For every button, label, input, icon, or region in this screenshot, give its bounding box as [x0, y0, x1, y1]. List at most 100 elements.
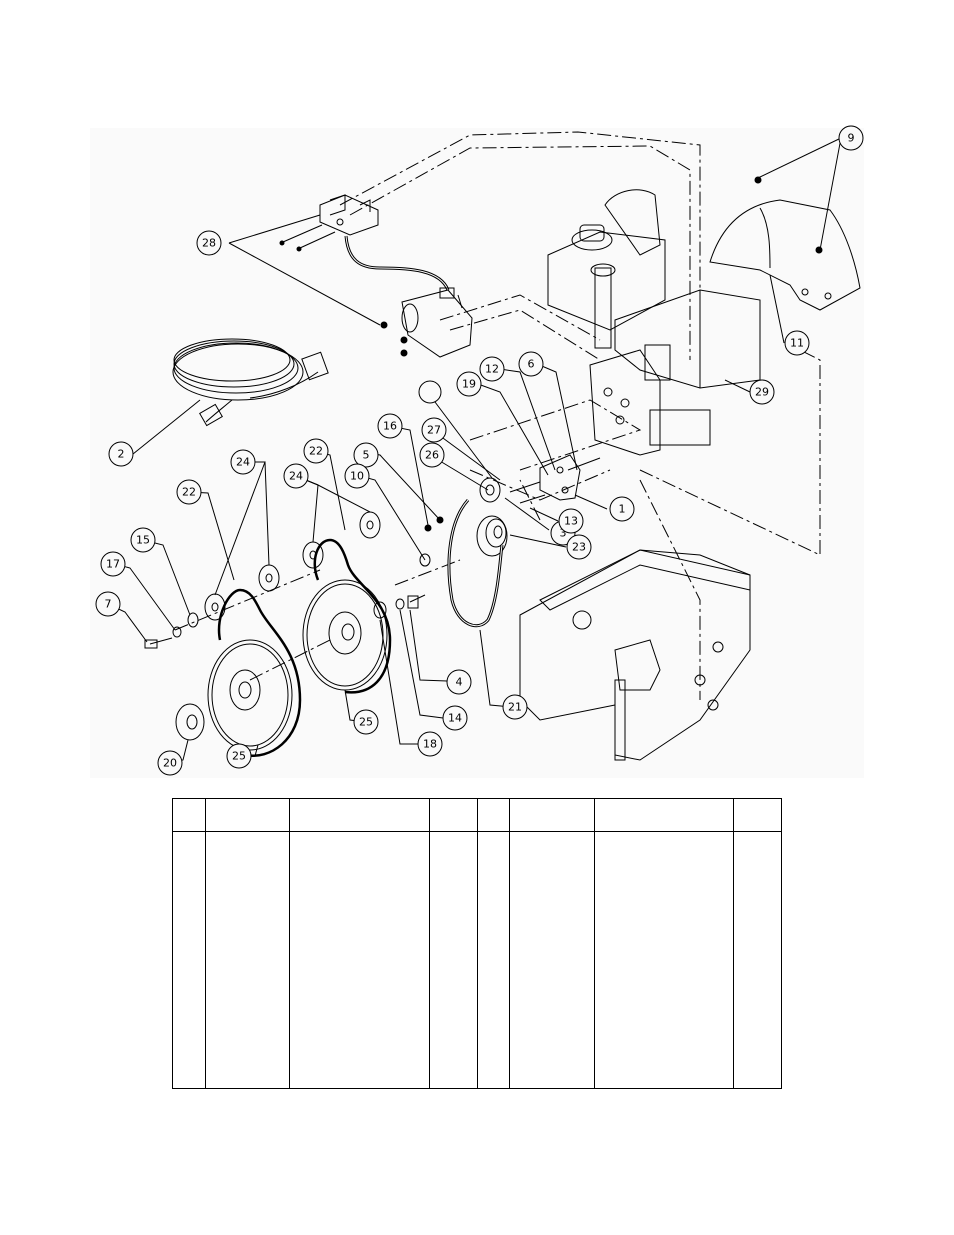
svg-text:22: 22 [309, 445, 323, 458]
svg-text:24: 24 [236, 456, 250, 469]
svg-text:10: 10 [350, 470, 364, 483]
engine-pulley [476, 515, 508, 557]
table-cell [477, 831, 510, 1089]
callout-19: 19 [456, 371, 482, 397]
svg-text:19: 19 [462, 378, 476, 391]
svg-text:14: 14 [448, 712, 462, 725]
header-description-right [594, 798, 734, 832]
svg-text:6: 6 [528, 358, 535, 371]
callout-24-right: 24 [283, 463, 309, 489]
svg-text:13: 13 [564, 515, 578, 528]
table-cell [429, 831, 478, 1089]
phantom-lines [174, 131, 821, 700]
svg-text:17: 17 [106, 558, 120, 571]
table-cell [594, 831, 734, 1089]
svg-text:5: 5 [363, 449, 370, 462]
svg-text:28: 28 [202, 237, 216, 250]
svg-text:3: 3 [560, 527, 567, 540]
callout-16: 16 [377, 413, 403, 439]
svg-text:25: 25 [359, 716, 373, 729]
svg-text:7: 7 [105, 598, 112, 611]
idler-pulley [479, 477, 501, 503]
callout-18: 18 [417, 731, 443, 757]
callout-25-left: 25 [226, 743, 252, 769]
svg-text:27: 27 [427, 424, 441, 437]
header-ref-right [477, 798, 510, 832]
callout-21: 21 [502, 694, 528, 720]
callout-28: 28 [196, 230, 222, 256]
header-qty-left [429, 798, 478, 832]
callout-17: 17 [100, 551, 126, 577]
callout-22-left: 22 [176, 479, 202, 505]
callout-1: 1 [609, 496, 635, 522]
header-part-no-right [509, 798, 595, 832]
pulley-halves [204, 511, 381, 621]
svg-text:1: 1 [619, 503, 626, 516]
table-cell [509, 831, 595, 1089]
callout-25-right: 25 [353, 709, 379, 735]
callout-27: 27 [421, 417, 447, 443]
electric-starter [401, 287, 473, 358]
callout-26: 26 [419, 442, 445, 468]
callout-12: 12 [479, 356, 505, 382]
table-header-row [172, 798, 782, 832]
callout-5: 5 [353, 442, 379, 468]
svg-text:29: 29 [755, 386, 769, 399]
callout-7: 7 [95, 591, 121, 617]
callout-23: 23 [566, 534, 592, 560]
header-description-left [289, 798, 430, 832]
callout-10: 10 [344, 463, 370, 489]
cover-screws [754, 176, 823, 254]
table-cell [205, 831, 290, 1089]
callout-15: 15 [130, 527, 156, 553]
bracket-screws [279, 224, 336, 252]
hub [175, 703, 205, 741]
frame [519, 549, 751, 761]
table-row [172, 831, 782, 1089]
parts-list-table [172, 798, 782, 1089]
engine [547, 189, 761, 456]
callout-blank [418, 380, 442, 404]
callout-13: 13 [558, 508, 584, 534]
belt-cover [709, 199, 861, 311]
exploded-parts-diagram: 1 2 3 4 5 6 7 9 10 11 12 13 14 15 16 17 … [95, 125, 864, 776]
idler-bracket [509, 454, 601, 504]
callout-4: 4 [446, 669, 472, 695]
starter-screws [380, 321, 408, 357]
table-cell [172, 831, 206, 1089]
callouts: 1 2 3 4 5 6 7 9 10 11 12 13 14 15 16 17 … [95, 125, 864, 776]
svg-text:24: 24 [289, 470, 303, 483]
callout-9: 9 [838, 125, 864, 151]
hardware [144, 516, 444, 649]
callout-6: 6 [518, 351, 544, 377]
svg-text:23: 23 [572, 541, 586, 554]
impeller-pulley [302, 579, 388, 691]
callout-2: 2 [108, 441, 134, 467]
header-ref-left [172, 798, 206, 832]
table-cell [733, 831, 782, 1089]
svg-text:2: 2 [118, 448, 125, 461]
svg-text:12: 12 [485, 363, 499, 376]
svg-text:11: 11 [790, 337, 804, 350]
svg-text:4: 4 [456, 676, 463, 689]
callout-29: 29 [749, 379, 775, 405]
power-cord [172, 338, 329, 427]
callout-20: 20 [157, 750, 183, 776]
svg-text:22: 22 [182, 486, 196, 499]
auger-pulley [207, 639, 293, 751]
svg-text:16: 16 [383, 420, 397, 433]
callout-11: 11 [784, 330, 810, 356]
svg-text:26: 26 [425, 449, 439, 462]
switch-bracket [319, 194, 379, 236]
svg-text:18: 18 [423, 738, 437, 751]
table-cell [289, 831, 430, 1089]
callout-24-left: 24 [230, 449, 256, 475]
svg-text:15: 15 [136, 534, 150, 547]
header-qty-right [733, 798, 782, 832]
callout-22-right: 22 [303, 438, 329, 464]
svg-text:21: 21 [508, 701, 522, 714]
header-part-no-left [205, 798, 290, 832]
svg-text:25: 25 [232, 750, 246, 763]
starter-cable [344, 235, 450, 291]
svg-text:9: 9 [848, 132, 855, 145]
